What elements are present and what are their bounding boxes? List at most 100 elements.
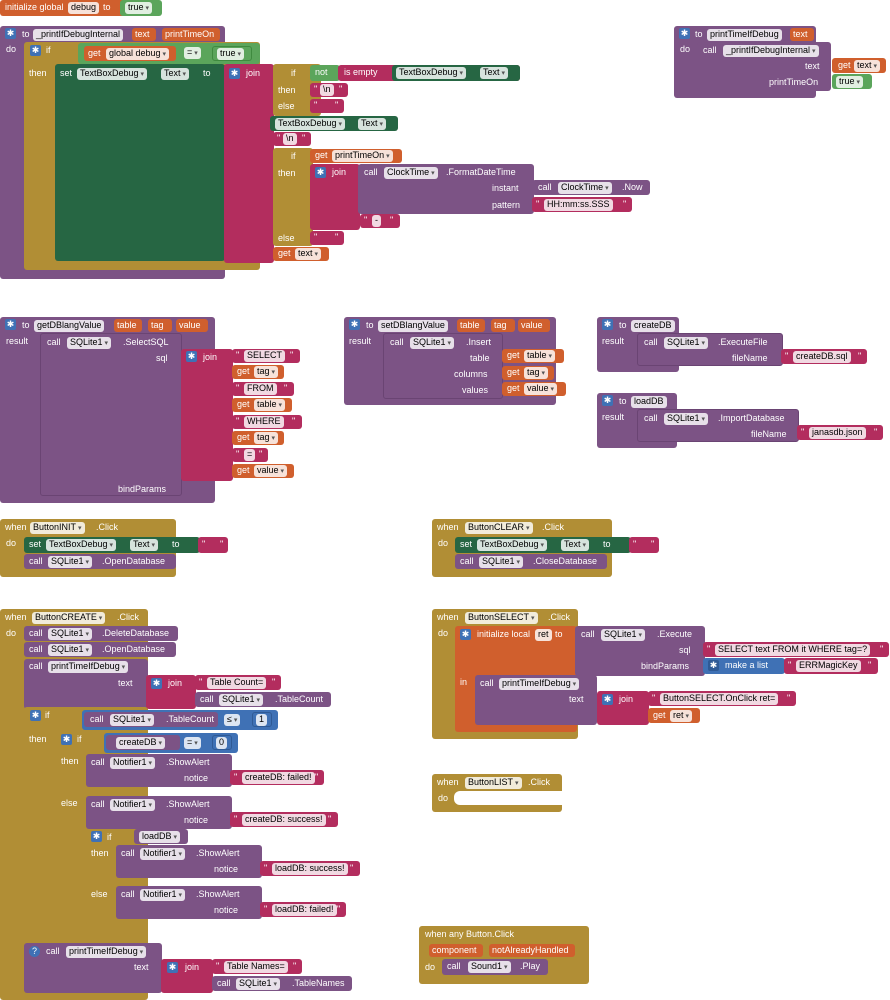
mutator-gear-icon[interactable]: ✱	[5, 319, 16, 330]
call-execute[interactable]: call SQLite1 .Execute sql bindParams	[575, 626, 705, 676]
call-executefile[interactable]: call SQLite1 .ExecuteFile fileName	[637, 333, 783, 366]
eq-operator-dropdown[interactable]: =	[184, 47, 201, 59]
set-textbox-block[interactable]: set TextBoxDebug Text to	[24, 537, 200, 553]
mutator-gear-icon[interactable]: ✱	[91, 831, 102, 842]
component-dropdown[interactable]: TextBoxDebug	[77, 68, 148, 80]
set-textbox-block[interactable]: set TextBoxDebug Text to	[455, 537, 631, 553]
join-tablecount[interactable]: ✱ join	[146, 675, 196, 709]
mutator-gear-icon[interactable]: ✱	[30, 45, 41, 56]
make-a-list[interactable]: ✱ make a list	[703, 658, 785, 674]
global-debug-dropdown[interactable]: global debug	[106, 48, 170, 60]
call-showalert-3[interactable]: call Notifier1 .ShowAlert notice	[116, 845, 262, 878]
param-value[interactable]: value	[176, 319, 208, 332]
text-eq[interactable]: "="	[232, 448, 268, 462]
get-global-debug[interactable]: get global debug	[84, 46, 176, 61]
join-tablenames[interactable]: ✱ join	[161, 959, 213, 993]
number-one[interactable]: 1	[252, 712, 272, 727]
mutator-gear-icon[interactable]: ✱	[679, 28, 690, 39]
property-dropdown[interactable]: Text	[161, 68, 189, 80]
call-tablecount[interactable]: call SQLite1 .TableCount	[84, 712, 218, 727]
param-text[interactable]: text	[790, 28, 814, 41]
join-time-block[interactable]: ✱ join	[310, 164, 360, 230]
param-table[interactable]: table	[457, 319, 485, 332]
number-zero[interactable]: 0	[212, 735, 232, 750]
text-createdb-sql[interactable]: "createDB.sql"	[781, 349, 867, 364]
call-clock-now[interactable]: call ClockTime .Now	[532, 180, 650, 195]
param-component[interactable]: component	[429, 944, 483, 957]
mutator-gear-icon[interactable]: ✱	[602, 395, 613, 406]
text-onclick-ret[interactable]: "ButtonSELECT.OnClick ret="	[648, 691, 796, 706]
call-opendatabase[interactable]: call SQLite1 .OpenDatabase	[24, 642, 176, 657]
text-loaddb-success[interactable]: "loadDB: success!"	[260, 861, 360, 876]
text-magic-key[interactable]: "ERRMagicKey"	[784, 658, 878, 674]
param-text[interactable]: text	[132, 28, 156, 41]
newline-text-1[interactable]: "\n"	[310, 83, 348, 97]
call-printIfDebugInternal[interactable]: call _printIfDebugInternal text printTim…	[697, 42, 831, 91]
true-dropdown[interactable]: true	[125, 2, 152, 14]
compare-le[interactable]: call SQLite1 .TableCount ≤ 1	[82, 710, 278, 730]
call-printTimeIfDebug-2[interactable]: ? call printTimeIfDebug text	[24, 943, 162, 993]
textbox-getter[interactable]: TextBoxDebug Text	[392, 65, 520, 81]
mutator-gear-icon[interactable]: ✱	[460, 629, 471, 640]
get-text[interactable]: get text	[832, 58, 886, 73]
call-showalert-2[interactable]: call Notifier1 .ShowAlert notice	[86, 796, 232, 829]
call-showalert-1[interactable]: call Notifier1 .ShowAlert notice	[86, 754, 232, 787]
call-showalert-4[interactable]: call Notifier1 .ShowAlert notice	[116, 886, 262, 919]
text-createdb-failed[interactable]: "createDB: failed!"	[230, 770, 324, 785]
call-formatdatetime[interactable]: call ClockTime .FormatDateTime instant p…	[358, 164, 534, 214]
empty-text[interactable]: ""	[629, 537, 659, 553]
global-name-field[interactable]: debug	[68, 2, 100, 14]
mutator-gear-icon[interactable]: ✱	[5, 28, 16, 39]
mutator-gear-icon[interactable]: ✱	[315, 167, 326, 178]
proc-name-field[interactable]: _printIfDebugInternal	[33, 29, 124, 41]
mutator-gear-icon[interactable]: ✱	[229, 68, 240, 79]
is-empty-block[interactable]: is empty TextBoxDebug Text	[338, 65, 520, 81]
mutator-gear-icon[interactable]: ✱	[708, 660, 719, 671]
true-block[interactable]: true	[120, 0, 162, 16]
help-icon[interactable]: ?	[29, 946, 40, 957]
mutator-gear-icon[interactable]: ✱	[61, 734, 72, 745]
join-ret[interactable]: ✱ join	[597, 691, 649, 725]
compare-eq[interactable]: createDB = 0	[104, 733, 238, 753]
empty-text[interactable]: ""	[198, 537, 228, 553]
set-textbox-block[interactable]: set TextBoxDebug Text to	[55, 64, 225, 261]
not-block[interactable]: not	[310, 65, 340, 81]
call-printTimeIfDebug-3[interactable]: call printTimeIfDebug text	[475, 675, 597, 725]
call-tablenames[interactable]: call SQLite1 .TableNames	[212, 976, 352, 991]
call-insert[interactable]: call SQLite1 .Insert table columns value…	[383, 333, 503, 399]
true-block[interactable]: true	[212, 46, 252, 61]
text-where[interactable]: "WHERE"	[232, 415, 302, 429]
call-importdatabase[interactable]: call SQLite1 .ImportDatabase fileName	[637, 409, 799, 442]
pattern-text[interactable]: "HH:mm:ss.SSS"	[532, 197, 632, 212]
mutator-gear-icon[interactable]: ✱	[602, 319, 613, 330]
text-createdb-success[interactable]: "createDB: success!"	[230, 812, 338, 827]
call-selectsql[interactable]: call SQLite1 .SelectSQL sql bindParams	[40, 333, 182, 496]
empty-do-slot[interactable]	[454, 791, 562, 805]
call-opendatabase[interactable]: call SQLite1 .OpenDatabase	[24, 554, 176, 569]
call-deletedatabase[interactable]: call SQLite1 .DeleteDatabase	[24, 626, 178, 641]
param-tag[interactable]: tag	[491, 319, 515, 332]
le-operator-dropdown[interactable]: ≤	[224, 714, 241, 726]
mutator-gear-icon[interactable]: ✱	[167, 962, 178, 973]
global-debug-block[interactable]: initialize global debug to	[0, 0, 150, 16]
space-text-2[interactable]: " "	[310, 231, 344, 245]
text-select[interactable]: "SELECT"	[232, 349, 300, 363]
mutator-gear-icon[interactable]: ✱	[602, 694, 613, 705]
call-createDB[interactable]: createDB	[106, 735, 180, 750]
text-select-sql[interactable]: "SELECT text FROM it WHERE tag=?"	[703, 642, 889, 657]
eq-operator-dropdown[interactable]: =	[184, 737, 201, 749]
call-tablecount[interactable]: call SQLite1 .TableCount	[195, 692, 331, 707]
text-loaddb-failed[interactable]: "loadDB: failed!"	[260, 902, 346, 917]
true-block[interactable]: true	[832, 74, 872, 89]
event-buttonLIST-click[interactable]: when ButtonLIST .Click do	[432, 774, 562, 812]
join-sql[interactable]: ✱ join	[181, 349, 233, 481]
